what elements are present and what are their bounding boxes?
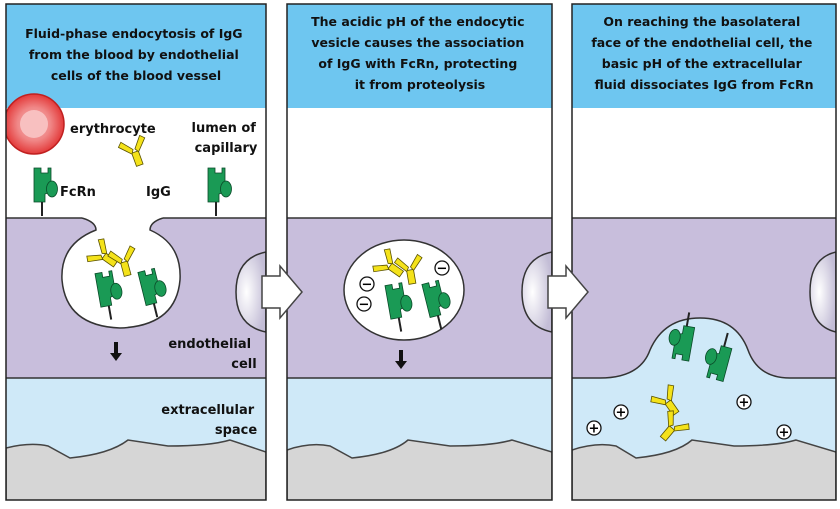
lumen-label: lumen of capillary bbox=[192, 121, 261, 156]
proton-minus-2: − bbox=[356, 296, 372, 313]
hydroxide-plus-3: + bbox=[736, 394, 752, 411]
panel-2-header-title: The acidic pH of the endocytic vesicle c… bbox=[311, 14, 529, 92]
next-step-arrow-icon bbox=[261, 263, 303, 321]
panel-3-header-bg bbox=[572, 4, 836, 108]
svg-text:−: − bbox=[437, 262, 448, 277]
fused-vesicle bbox=[600, 318, 790, 378]
svg-text:+: + bbox=[779, 426, 790, 441]
exocytic-vesicle-edge bbox=[521, 251, 552, 333]
panel-2-lumen bbox=[287, 108, 552, 218]
panel-3-header-title: On reaching the basolateral face of the … bbox=[591, 14, 816, 92]
panel-2-header-bg bbox=[287, 4, 552, 108]
panel-1-tissue bbox=[6, 439, 266, 500]
endocytic-vesicle: − − − bbox=[343, 239, 465, 341]
svg-text:−: − bbox=[362, 278, 373, 293]
proton-minus-3: − bbox=[434, 260, 450, 277]
svg-text:+: + bbox=[739, 396, 750, 411]
endothelial-cell-label: endothelial cell bbox=[168, 337, 256, 372]
fcrn-label: FcRn bbox=[60, 185, 96, 200]
hydroxide-plus-2: + bbox=[586, 420, 602, 437]
panel-1-header-title: Fluid-phase endocytosis of IgG from the … bbox=[25, 26, 247, 83]
svg-text:+: + bbox=[589, 422, 600, 437]
extracellular-space-label: extracellular space bbox=[161, 403, 258, 438]
erythrocyte-label: erythrocyte bbox=[70, 122, 156, 137]
svg-text:−: − bbox=[359, 298, 370, 313]
panel-2-tissue bbox=[287, 439, 552, 500]
panel-3-lumen bbox=[572, 108, 836, 218]
next-step-arrow-icon bbox=[547, 263, 589, 321]
exocytic-vesicle-edge bbox=[809, 251, 836, 333]
hydroxide-plus-1: + bbox=[613, 404, 629, 421]
panel-1 bbox=[6, 4, 266, 500]
exocytic-vesicle-edge bbox=[235, 251, 266, 333]
panel-1-header-bg bbox=[6, 4, 266, 108]
erythrocyte-icon bbox=[6, 93, 65, 155]
panel-2: − − − bbox=[287, 4, 552, 500]
panel-3: + + + + bbox=[572, 4, 836, 500]
hydroxide-plus-4: + bbox=[776, 424, 792, 441]
svg-text:+: + bbox=[616, 406, 627, 421]
panel-3-tissue bbox=[572, 439, 836, 500]
igg-label: IgG bbox=[146, 185, 171, 200]
proton-minus-1: − bbox=[359, 276, 375, 293]
